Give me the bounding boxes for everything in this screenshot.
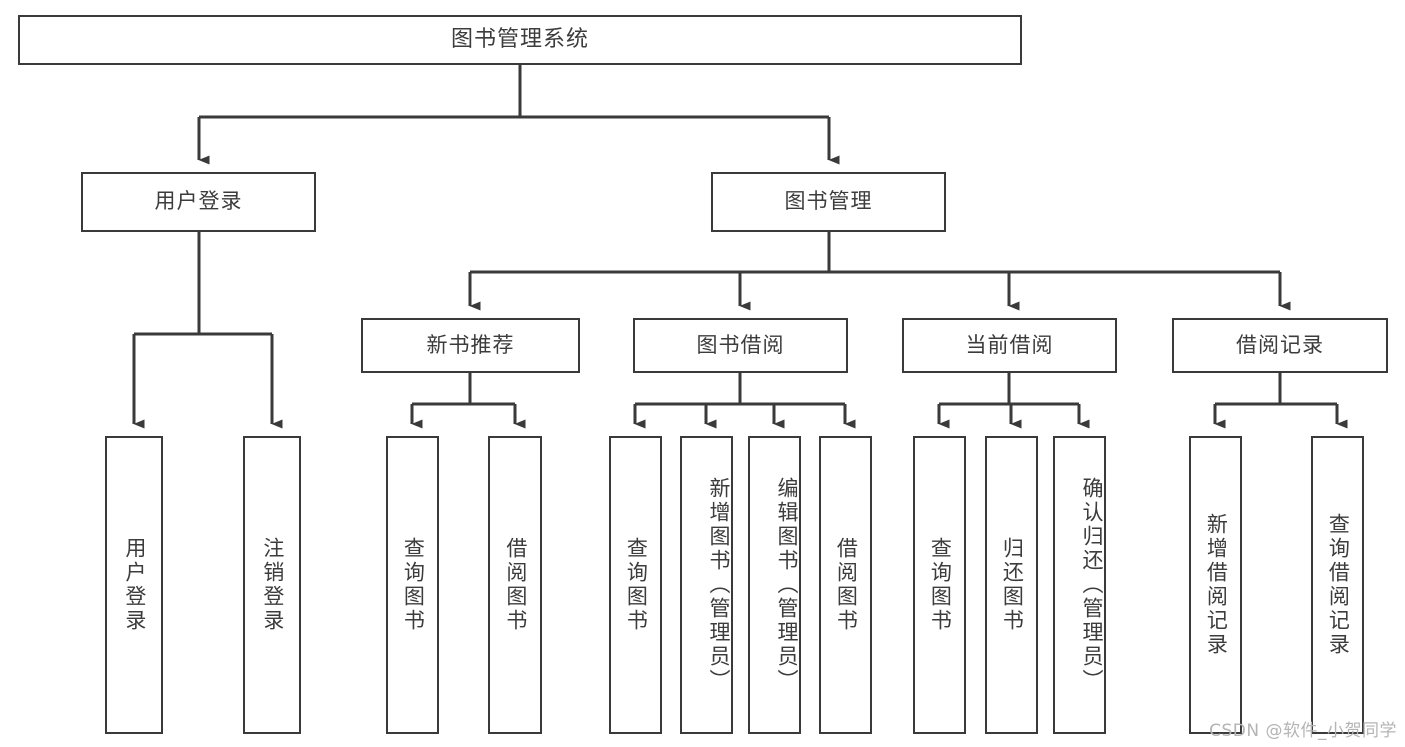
leaf-label: 查询图书 xyxy=(624,537,649,633)
leaf-label: 查询借阅记录 xyxy=(1326,513,1351,657)
node-label: 图书借阅 xyxy=(696,332,785,357)
leaf-label: 归还图书 xyxy=(1000,537,1025,633)
node-label: 当前借阅 xyxy=(965,332,1054,357)
leaf-node-query-books-recommend[interactable]: 查询图书 xyxy=(386,436,439,734)
root-node-label: 图书管理系统 xyxy=(450,26,589,52)
node-book-management[interactable]: 图书管理 xyxy=(711,172,946,232)
leaf-label: 新增借阅记录 xyxy=(1204,513,1229,657)
leaf-node-edit-book-admin[interactable]: 编辑图书（管理员） xyxy=(748,436,801,734)
leaf-node-query-books-current[interactable]: 查询图书 xyxy=(913,436,966,734)
leaf-label: 新增图书（管理员） xyxy=(707,477,731,693)
node-borrow-records[interactable]: 借阅记录 xyxy=(1172,318,1388,373)
leaf-node-user-login[interactable]: 用户登录 xyxy=(105,436,163,734)
leaf-label: 确认归还（管理员） xyxy=(1080,477,1104,693)
node-new-book-recommendation[interactable]: 新书推荐 xyxy=(361,318,580,373)
leaf-node-add-borrow-record[interactable]: 新增借阅记录 xyxy=(1189,436,1242,734)
leaf-node-query-borrow-record[interactable]: 查询借阅记录 xyxy=(1311,436,1364,734)
node-label: 新书推荐 xyxy=(426,332,515,357)
leaf-node-query-books-borrow[interactable]: 查询图书 xyxy=(609,436,662,734)
leaf-node-borrow-book[interactable]: 借阅图书 xyxy=(819,436,872,734)
leaf-node-confirm-return-admin[interactable]: 确认归还（管理员） xyxy=(1053,436,1106,734)
leaf-label: 编辑图书（管理员） xyxy=(775,477,799,693)
node-label: 用户登录 xyxy=(154,189,243,214)
leaf-label: 借阅图书 xyxy=(503,537,528,633)
node-current-borrow[interactable]: 当前借阅 xyxy=(902,318,1117,373)
leaf-label: 查询图书 xyxy=(401,537,426,633)
leaf-node-add-book-admin[interactable]: 新增图书（管理员） xyxy=(680,436,733,734)
leaf-label: 用户登录 xyxy=(122,537,147,633)
node-label: 图书管理 xyxy=(784,189,873,214)
leaf-label: 查询图书 xyxy=(928,537,953,633)
node-user-login[interactable]: 用户登录 xyxy=(81,172,316,232)
node-root-book-management-system[interactable]: 图书管理系统 xyxy=(18,15,1022,65)
leaf-node-return-book[interactable]: 归还图书 xyxy=(985,436,1038,734)
leaf-node-borrow-books-recommend[interactable]: 借阅图书 xyxy=(488,436,542,734)
node-book-borrow[interactable]: 图书借阅 xyxy=(633,318,848,373)
leaf-node-logout[interactable]: 注销登录 xyxy=(243,436,301,734)
leaf-label: 注销登录 xyxy=(260,537,285,633)
leaf-label: 借阅图书 xyxy=(834,537,859,633)
node-label: 借阅记录 xyxy=(1236,332,1324,357)
